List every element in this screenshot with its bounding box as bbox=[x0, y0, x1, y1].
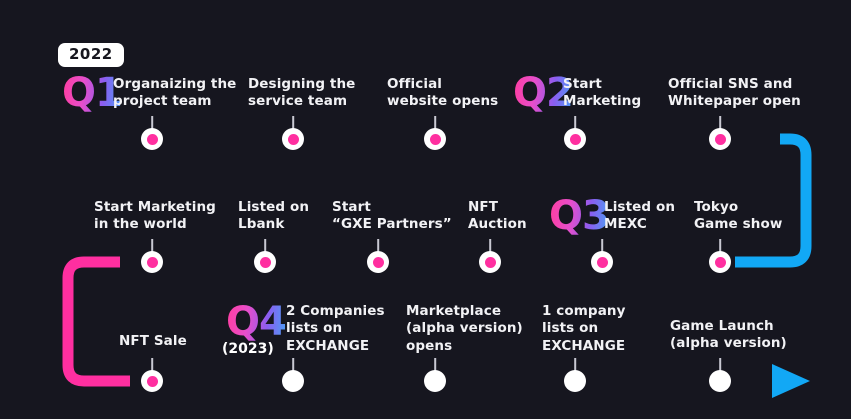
milestone-dot-two-companies-list-exchange[interactable] bbox=[282, 370, 304, 392]
milestone-stem bbox=[574, 358, 576, 372]
milestone-stem bbox=[264, 239, 266, 253]
milestone-label-nft-auction: NFT Auction bbox=[468, 199, 527, 233]
milestone-dot-marketplace-alpha-opens[interactable] bbox=[424, 370, 446, 392]
milestone-label-official-sns-whitepaper: Official SNS and Whitepaper open bbox=[668, 76, 801, 110]
milestone-stem bbox=[601, 239, 603, 253]
milestone-stem bbox=[489, 239, 491, 253]
milestone-label-nft-sale: NFT Sale bbox=[119, 333, 187, 349]
milestone-label-listed-on-lbank: Listed on Lbank bbox=[238, 199, 310, 233]
milestone-label-designing-service-team: Designing the service team bbox=[248, 76, 356, 110]
milestone-label-two-companies-list-exchange: 2 Companies lists on EXCHANGE bbox=[286, 303, 385, 354]
milestone-stem bbox=[719, 239, 721, 253]
milestone-stem bbox=[292, 116, 294, 130]
milestone-dot-tokyo-game-show[interactable] bbox=[709, 251, 731, 273]
quarter-sublabel-q4-year: (2023) bbox=[222, 341, 274, 357]
milestone-stem bbox=[574, 116, 576, 130]
milestone-dot-one-company-lists-exchange[interactable] bbox=[564, 370, 586, 392]
quarter-label-q3: Q3 bbox=[549, 193, 610, 239]
timeline-path-right-turn bbox=[735, 133, 812, 268]
milestone-label-organizing-project-team: Organaizing the project team bbox=[113, 76, 237, 110]
milestone-label-marketplace-alpha-opens: Marketplace (alpha version) opens bbox=[406, 303, 523, 354]
milestone-dot-official-website-opens[interactable] bbox=[424, 128, 446, 150]
milestone-label-start-gxe-partners: Start “GXE Partners” bbox=[332, 199, 452, 233]
timeline-arrow-head bbox=[772, 364, 810, 398]
milestone-stem bbox=[151, 239, 153, 253]
milestone-dot-game-launch-alpha[interactable] bbox=[709, 370, 731, 392]
milestone-dot-start-marketing[interactable] bbox=[564, 128, 586, 150]
milestone-dot-start-marketing-world[interactable] bbox=[141, 251, 163, 273]
milestone-stem bbox=[434, 116, 436, 130]
milestone-dot-nft-sale[interactable] bbox=[141, 370, 163, 392]
milestone-stem bbox=[434, 358, 436, 372]
milestone-dot-nft-auction[interactable] bbox=[479, 251, 501, 273]
timeline-path-left-turn bbox=[62, 256, 130, 387]
quarter-label-q2: Q2 bbox=[513, 70, 574, 116]
milestone-label-one-company-lists-exchange: 1 company lists on EXCHANGE bbox=[542, 303, 626, 354]
milestone-label-tokyo-game-show: Tokyo Game show bbox=[694, 199, 783, 233]
milestone-stem bbox=[719, 358, 721, 372]
milestone-dot-start-gxe-partners[interactable] bbox=[367, 251, 389, 273]
milestone-label-start-marketing-world: Start Marketing in the world bbox=[94, 199, 216, 233]
milestone-stem bbox=[377, 239, 379, 253]
milestone-dot-designing-service-team[interactable] bbox=[282, 128, 304, 150]
milestone-label-listed-on-mexc: Listed on MEXC bbox=[604, 199, 676, 233]
milestone-dot-listed-on-lbank[interactable] bbox=[254, 251, 276, 273]
milestone-label-start-marketing: Start Marketing bbox=[563, 76, 642, 110]
milestone-stem bbox=[719, 116, 721, 130]
milestone-stem bbox=[151, 358, 153, 372]
milestone-label-official-website-opens: Official website opens bbox=[387, 76, 499, 110]
quarter-label-q1: Q1 bbox=[62, 70, 123, 116]
milestone-label-game-launch-alpha: Game Launch (alpha version) bbox=[670, 318, 787, 352]
quarter-label-q4: Q4 bbox=[226, 299, 287, 345]
milestone-dot-organizing-project-team[interactable] bbox=[141, 128, 163, 150]
milestone-dot-listed-on-mexc[interactable] bbox=[591, 251, 613, 273]
milestone-stem bbox=[292, 358, 294, 372]
year-badge: 2022 bbox=[58, 43, 124, 67]
milestone-dot-official-sns-whitepaper[interactable] bbox=[709, 128, 731, 150]
milestone-stem bbox=[151, 116, 153, 130]
